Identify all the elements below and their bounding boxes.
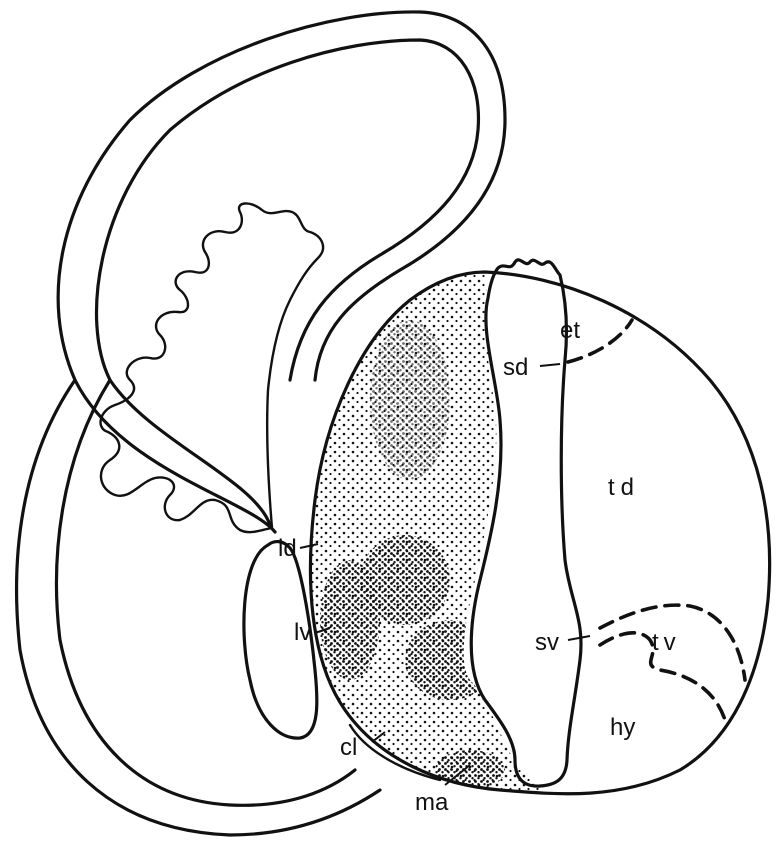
folded-lobe [101, 203, 324, 532]
label-tv: tv [652, 629, 681, 656]
label-ma: ma [415, 789, 449, 816]
leader-sv [568, 636, 590, 640]
label-cl: cl [340, 734, 357, 761]
label-lv: lv [294, 619, 311, 646]
stippled-mass [300, 260, 560, 800]
label-sv: sv [535, 629, 559, 656]
leader-sd [540, 364, 560, 366]
label-td: td [608, 474, 640, 501]
label-et: et [560, 317, 580, 344]
label-sd: sd [503, 354, 528, 381]
label-hy: hy [610, 714, 635, 741]
label-ld: ld [278, 535, 297, 562]
